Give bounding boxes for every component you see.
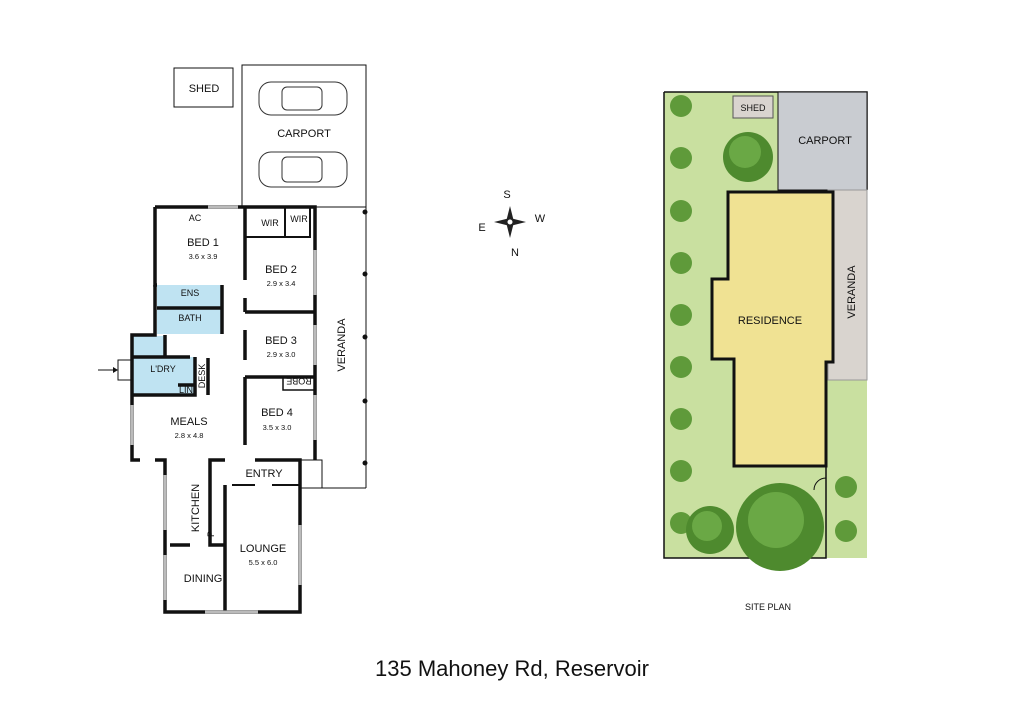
- room-name: P: [206, 531, 216, 537]
- room-name: DINING: [184, 573, 223, 585]
- room-name: DESK: [197, 364, 207, 389]
- room-name: AC: [189, 213, 202, 223]
- shed-label: SHED: [189, 83, 220, 95]
- room-size: 2.9 x 3.0: [267, 350, 296, 359]
- room-size: 3.5 x 3.0: [263, 423, 292, 432]
- site-shed: [732, 95, 774, 119]
- site-veranda-label: VERANDA: [846, 265, 858, 319]
- veranda: [315, 206, 368, 489]
- veranda-label: VERANDA: [336, 318, 348, 372]
- room-name: BED 2: [265, 264, 297, 276]
- room-size: 2.8 x 4.8: [175, 431, 204, 440]
- carport-label: CARPORT: [277, 128, 331, 140]
- page-title: 135 Mahoney Rd, Reservoir: [375, 656, 649, 681]
- site-carport: [777, 91, 868, 191]
- site-plan-label: SITE PLAN: [745, 602, 791, 612]
- room-name: ENTRY: [245, 468, 283, 480]
- room-size: 2.9 x 3.4: [267, 279, 296, 288]
- room-name: BATH: [178, 313, 201, 323]
- windows: [130, 205, 317, 614]
- site-residence-label: RESIDENCE: [738, 315, 802, 327]
- compass-w: W: [535, 213, 546, 225]
- site-carport-label: CARPORT: [798, 135, 852, 147]
- floor-plan: SHED CARPORT VERANDA: [98, 64, 368, 614]
- site-residence: [710, 190, 835, 468]
- room-name: LOUNGE: [240, 543, 286, 555]
- room-size: 3.6 x 3.9: [189, 252, 218, 261]
- room-name: BED 3: [265, 335, 297, 347]
- room-name: L'DRY: [150, 364, 176, 374]
- room-name: ROBE: [286, 376, 312, 386]
- room-name: MEALS: [170, 416, 207, 428]
- room-name: BED 1: [187, 237, 219, 249]
- room-name: LIN: [179, 385, 193, 395]
- site-shed-label: SHED: [740, 103, 766, 113]
- compass-s: S: [503, 189, 510, 201]
- car-icon: [258, 81, 348, 116]
- room-name: WIR: [261, 218, 279, 228]
- room-size: 5.5 x 6.0: [249, 558, 278, 567]
- room-name: KITCHEN: [190, 484, 202, 532]
- room-name: BED 4: [261, 407, 293, 419]
- site-plan: CARPORT SHED VERANDA RESIDENCE SITE PLAN: [663, 91, 868, 612]
- car-icon: [258, 151, 348, 188]
- room-name: WIR: [290, 214, 308, 224]
- room-name: ENS: [181, 288, 200, 298]
- compass-e: E: [478, 222, 485, 234]
- compass-rose-icon: [494, 206, 526, 238]
- shed-outline: [173, 67, 234, 108]
- tree-icon: [670, 95, 857, 542]
- large-tree-icon: [686, 132, 824, 571]
- compass-n: N: [511, 247, 519, 259]
